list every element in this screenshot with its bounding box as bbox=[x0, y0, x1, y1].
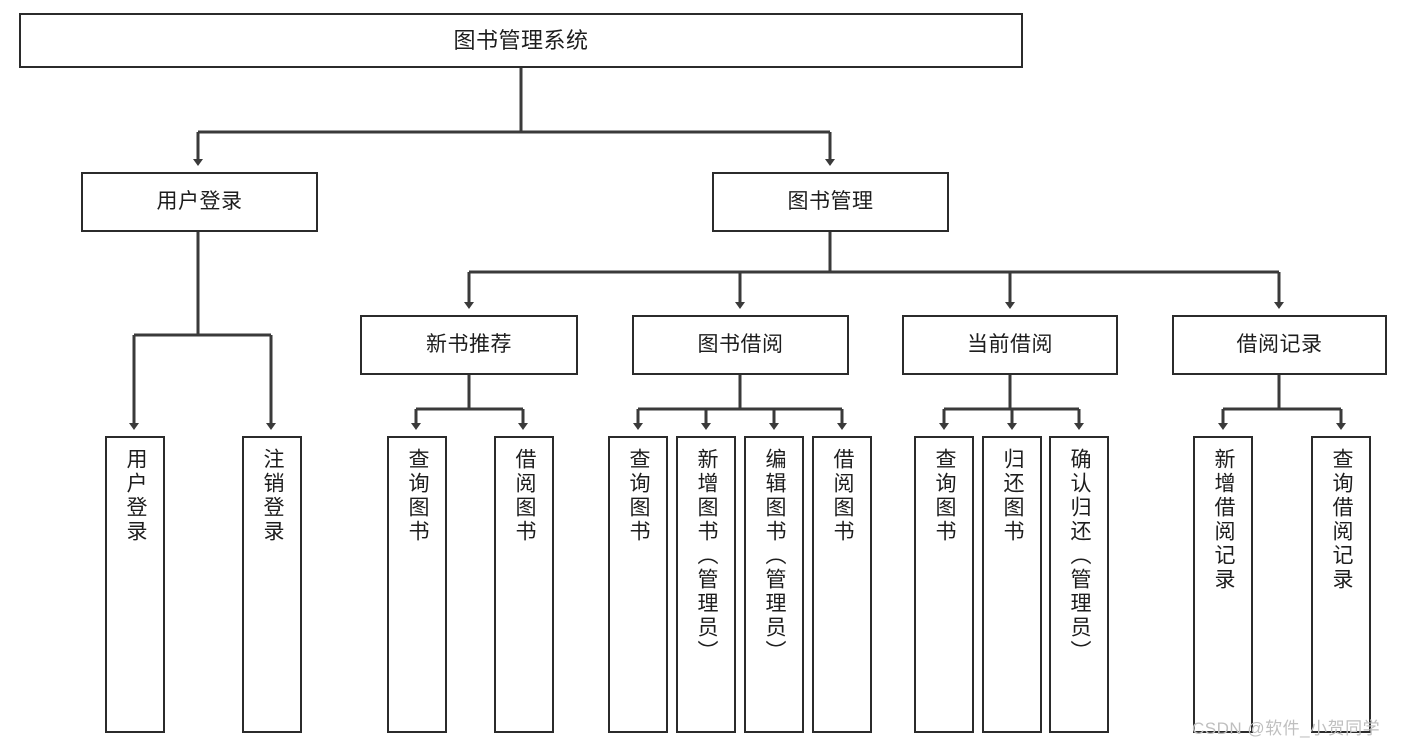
node-label-borrow-record: 借阅记录 bbox=[1236, 332, 1323, 356]
node-label-book-borrow: 图书借阅 bbox=[697, 332, 784, 356]
leaf-label-query-book-recommend: 查询图书 bbox=[406, 448, 430, 544]
node-new-book-recommend[interactable]: 新书推荐 bbox=[360, 315, 578, 375]
leaf-logout-login[interactable]: 注销登录 bbox=[242, 436, 302, 733]
node-user-login[interactable]: 用户登录 bbox=[81, 172, 318, 232]
leaf-label-user-login: 用户登录 bbox=[124, 448, 148, 544]
leaf-query-book-borrow[interactable]: 查询图书 bbox=[608, 436, 668, 733]
leaf-confirm-return[interactable]: 确认归还（管理员） bbox=[1049, 436, 1109, 733]
leaf-add-book[interactable]: 新增图书（管理员） bbox=[676, 436, 736, 733]
leaf-return-book[interactable]: 归还图书 bbox=[982, 436, 1042, 733]
node-root-system[interactable]: 图书管理系统 bbox=[19, 13, 1023, 68]
leaf-add-borrow-record[interactable]: 新增借阅记录 bbox=[1193, 436, 1253, 733]
leaf-query-book-current[interactable]: 查询图书 bbox=[914, 436, 974, 733]
csdn-watermark: CSDN @软件_小贺同学 bbox=[1192, 719, 1381, 738]
leaf-label-add-book: 新增图书（管理员） bbox=[695, 448, 719, 664]
leaf-label-query-borrow-record: 查询借阅记录 bbox=[1330, 448, 1354, 592]
leaf-borrow-book-recommend[interactable]: 借阅图书 bbox=[494, 436, 554, 733]
leaf-label-query-book-current: 查询图书 bbox=[933, 448, 957, 544]
leaf-label-borrow-book-recommend: 借阅图书 bbox=[513, 448, 537, 544]
leaf-query-book-recommend[interactable]: 查询图书 bbox=[387, 436, 447, 733]
node-book-borrow[interactable]: 图书借阅 bbox=[632, 315, 849, 375]
leaf-label-borrow-book: 借阅图书 bbox=[831, 448, 855, 544]
leaf-query-borrow-record[interactable]: 查询借阅记录 bbox=[1311, 436, 1371, 733]
leaf-label-query-book-borrow: 查询图书 bbox=[627, 448, 651, 544]
leaf-borrow-book[interactable]: 借阅图书 bbox=[812, 436, 872, 733]
node-label-user-login: 用户登录 bbox=[156, 189, 243, 213]
node-label-new-book-recommend: 新书推荐 bbox=[426, 332, 512, 356]
node-current-borrow[interactable]: 当前借阅 bbox=[902, 315, 1118, 375]
leaf-edit-book[interactable]: 编辑图书（管理员） bbox=[744, 436, 804, 733]
node-label-book-manage: 图书管理 bbox=[787, 189, 874, 213]
leaf-label-return-book: 归还图书 bbox=[1001, 448, 1025, 544]
leaf-label-edit-book: 编辑图书（管理员） bbox=[763, 448, 787, 664]
node-label-current-borrow: 当前借阅 bbox=[967, 332, 1053, 356]
node-label-root: 图书管理系统 bbox=[453, 27, 589, 53]
leaf-label-logout-login: 注销登录 bbox=[261, 448, 285, 544]
node-borrow-record[interactable]: 借阅记录 bbox=[1172, 315, 1387, 375]
leaf-label-add-borrow-record: 新增借阅记录 bbox=[1212, 448, 1236, 592]
leaf-label-confirm-return: 确认归还（管理员） bbox=[1068, 448, 1092, 664]
node-book-manage[interactable]: 图书管理 bbox=[712, 172, 949, 232]
leaf-user-login[interactable]: 用户登录 bbox=[105, 436, 165, 733]
